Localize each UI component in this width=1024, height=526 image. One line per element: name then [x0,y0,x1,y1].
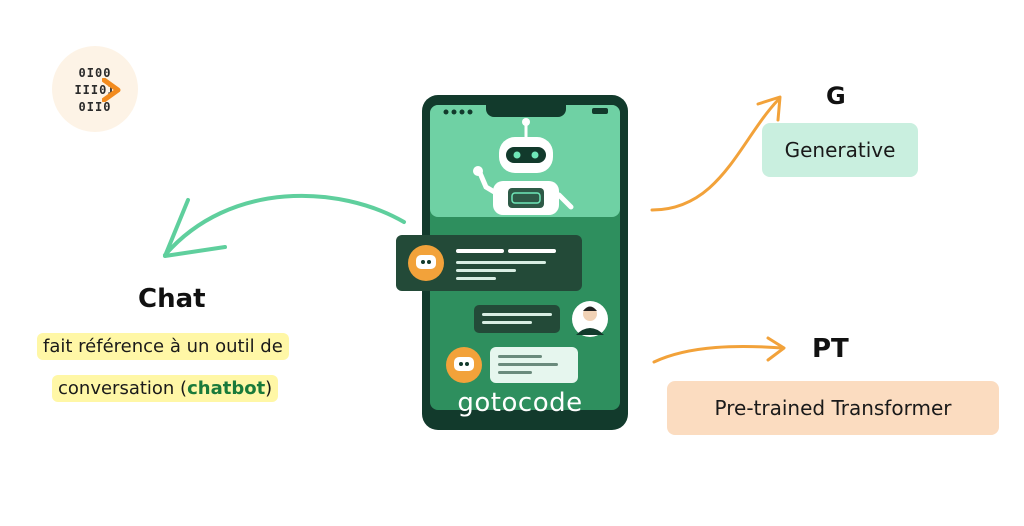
pretrained-transformer-label: Pre-trained Transformer [667,381,999,435]
robot-icon [473,118,574,215]
phone-brand-label: gotocode [457,388,583,418]
arrow-to-g-head [756,95,782,122]
arrow-to-chat [163,193,406,257]
logo-line: III0I [74,83,116,97]
chat-bubble-bot-1 [396,235,582,291]
logo-line: 0II0 [78,100,112,114]
chat-description-prefix: conversation ( [58,378,188,399]
pretrained-transformer-text: Pre-trained Transformer [714,396,952,420]
chat-bubble-user [474,301,608,337]
chat-description-suffix: ) [265,378,273,399]
chat-description-line-1: fait référence à un outil de [37,333,289,360]
acronym-letter-g: G [826,82,846,110]
arrow-to-pt [652,345,784,364]
generative-label: Generative [762,123,918,177]
chevron-right-icon [102,78,121,102]
chatbot-keyword: chatbot [187,378,266,399]
chat-description-line-2: conversation (chatbot) [52,375,279,402]
arrow-to-g [650,98,780,212]
acronym-word-chat: Chat [138,284,206,314]
arrow-to-pt-head [766,336,786,362]
binary-code-icon: 0I00 III0I 0II0 [52,46,138,132]
phone-illustration [396,95,628,430]
chat-bubble-bot-2 [446,347,578,383]
logo-line: 0I00 [78,66,112,80]
generative-text: Generative [784,138,896,162]
acronym-letter-pt: PT [812,334,849,364]
arrow-to-chat-head [163,198,227,258]
